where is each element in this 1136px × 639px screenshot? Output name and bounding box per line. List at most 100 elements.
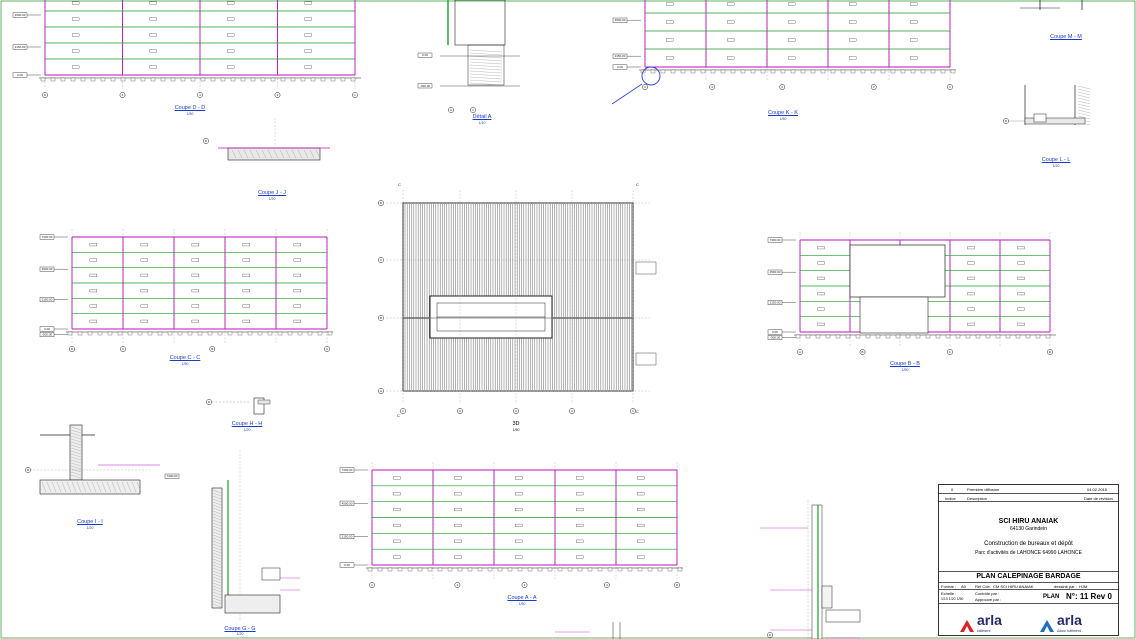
axis-label: C bbox=[122, 347, 125, 351]
coupe-kk-footing bbox=[890, 69, 896, 74]
coupe-dd-footing bbox=[50, 77, 56, 82]
coupe-aa-axis-bubble bbox=[521, 582, 528, 588]
coupe-kk-axis-bubble bbox=[870, 84, 877, 90]
section-scale-coupe-aa: 1/50 bbox=[518, 602, 526, 606]
coupe-gg-wall bbox=[211, 487, 223, 609]
coupe-dd-footing bbox=[200, 77, 206, 82]
coupe-ii-slab bbox=[39, 479, 141, 495]
coupe-gg-hatch bbox=[212, 534, 222, 539]
coupe-gg-hatch bbox=[212, 501, 222, 506]
coupe-gg-hatch bbox=[212, 594, 222, 599]
coupe-dd-footing bbox=[70, 77, 76, 82]
coupe-aa-panel-tag bbox=[576, 523, 584, 527]
coupe-cc-footing bbox=[237, 331, 243, 336]
coupe-cc-axis-bubble bbox=[324, 346, 330, 352]
coupe-gg-hatch bbox=[212, 492, 222, 497]
coupe-jj-slab bbox=[227, 147, 321, 161]
coupe-dd-axis-bubble bbox=[352, 92, 358, 98]
coupe-kk-axis-bubble bbox=[779, 84, 786, 90]
coupe-hh-profile bbox=[253, 397, 265, 415]
coupe-bb-door bbox=[859, 296, 929, 334]
coupe-cc-footing bbox=[97, 331, 103, 336]
coupe-aa-axis-bubble bbox=[369, 582, 375, 588]
coupe-cc-panel-tag bbox=[89, 258, 97, 262]
logo-word: arla bbox=[1057, 612, 1082, 628]
axis-label: D bbox=[380, 201, 383, 205]
coupe-ii-hatch bbox=[70, 459, 82, 464]
coupe-aa-panel-tag bbox=[393, 508, 401, 512]
coupe-aa-panel-tag bbox=[576, 555, 584, 559]
coupe-aa-footing bbox=[537, 567, 543, 572]
coupe-bb-footing bbox=[815, 334, 821, 339]
coupe-dd-footing bbox=[260, 77, 266, 82]
coupe-kk-panel-tag bbox=[727, 20, 735, 24]
axis-label: 1 bbox=[472, 108, 474, 112]
axis-label: 1 bbox=[354, 93, 356, 97]
coupe-bb-footing bbox=[945, 334, 951, 339]
coupe-kk-footing bbox=[860, 69, 866, 74]
coupe-cc-level-text: 0.00 bbox=[44, 327, 50, 331]
axis-label: 1 bbox=[371, 583, 373, 587]
axis-label: D bbox=[44, 93, 47, 97]
coupe-bb-axis-bubble bbox=[947, 349, 953, 355]
section-title-coupe-aa: Coupe A - A bbox=[507, 595, 537, 601]
client-city: 64130 Garindein bbox=[1010, 526, 1047, 532]
coupe-aa-footing bbox=[467, 567, 473, 572]
axis-label: D bbox=[676, 583, 679, 587]
arla-logo-icon bbox=[960, 620, 974, 632]
coupe-dd-footing bbox=[350, 77, 356, 82]
coupe-dd-footing bbox=[310, 77, 316, 82]
coupe-kk-footing bbox=[870, 69, 876, 74]
right-detail-profile bbox=[811, 504, 823, 639]
coupe-aa-footing bbox=[647, 567, 653, 572]
logo-arla-batiment: arla bâtiment bbox=[959, 612, 1002, 633]
coupe-ii-hatch bbox=[70, 447, 82, 452]
detail-a-axis-bubble bbox=[448, 107, 454, 113]
coupe-kk-footing bbox=[730, 69, 736, 74]
axis-label: 1 bbox=[632, 409, 634, 413]
coupe-bb-footing bbox=[1005, 334, 1011, 339]
detail-a-hatch bbox=[469, 82, 503, 86]
coupe-ii-hatch bbox=[70, 432, 82, 437]
coupe-cc-footing bbox=[117, 331, 123, 336]
coupe-dd-footing bbox=[60, 77, 66, 82]
roof-axis-bubble bbox=[378, 257, 384, 263]
roof-axis-bubble bbox=[378, 200, 384, 206]
coupe-ii-hatch bbox=[70, 456, 82, 461]
coupe-dd-footing bbox=[330, 77, 336, 82]
section-title-coupe-dd: Coupe D - D bbox=[174, 105, 206, 111]
logo-sub: bâtiment bbox=[977, 629, 991, 633]
coupe-dd-panel-tag bbox=[71, 65, 80, 69]
coupe-ii-hatch bbox=[70, 438, 82, 443]
roof-axis-bubble bbox=[378, 315, 384, 321]
coupe-kk-panel-tag bbox=[727, 56, 735, 60]
coupe-dd-panel-tag bbox=[226, 33, 235, 37]
coupe-gg-hatch bbox=[212, 504, 222, 509]
coupe-gg-hatch bbox=[212, 600, 222, 605]
coupe-gg-level-text: 7300.00 bbox=[167, 474, 178, 478]
coupe-dd-footing bbox=[300, 77, 306, 82]
coupe-ll-hatch bbox=[1077, 112, 1091, 117]
coupe-cc-footing bbox=[167, 331, 173, 336]
coupe-gg-hatch bbox=[212, 603, 222, 608]
coupe-aa-axis-bubble bbox=[454, 582, 461, 588]
coupe-cc-level-text: -300.00 bbox=[42, 333, 53, 337]
coupe-aa-panel-tag bbox=[454, 476, 462, 480]
coupe-aa-footing bbox=[597, 567, 603, 572]
coupe-kk-footing bbox=[820, 69, 826, 74]
coupe-ii-hatch bbox=[126, 481, 132, 493]
coupe-cc-footing bbox=[157, 331, 163, 336]
coupe-bb-footing bbox=[1025, 334, 1031, 339]
coupe-cc-panel-tag bbox=[242, 273, 251, 277]
coupe-dd-footing bbox=[100, 77, 106, 82]
coupe-dd-panel-tag bbox=[71, 33, 80, 37]
coupe-kk-level-text: 0.00 bbox=[617, 65, 623, 69]
coupe-dd-panel-tag bbox=[149, 65, 157, 69]
coupe-cc-axis-bubble bbox=[209, 346, 216, 352]
coupe-bb-panel-tag bbox=[967, 307, 975, 311]
coupe-bb-footing bbox=[795, 334, 801, 339]
coupe-ll-axis-bubble bbox=[1003, 118, 1009, 124]
coupe-gg-hatch bbox=[212, 495, 222, 500]
coupe-jj-hatch bbox=[279, 149, 285, 159]
coupe-gg-hatch bbox=[212, 531, 222, 536]
